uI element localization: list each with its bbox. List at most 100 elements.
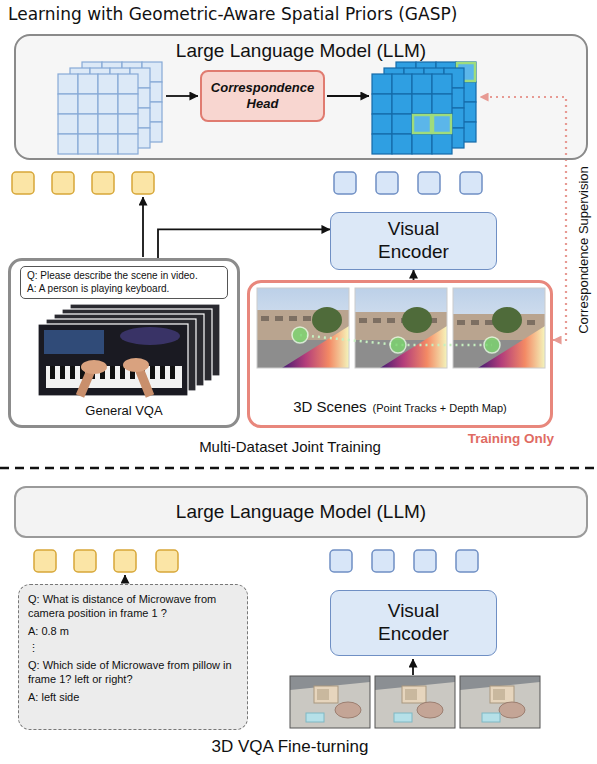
microwave xyxy=(402,686,426,703)
token-square xyxy=(114,550,136,572)
token-square xyxy=(156,550,178,572)
photo-frame xyxy=(460,676,540,728)
grid-cell xyxy=(372,74,392,94)
window xyxy=(275,316,283,321)
grid-cell xyxy=(78,114,98,134)
flow-arrow xyxy=(124,575,126,583)
correspondence-head: Correspondence Head xyxy=(200,70,325,122)
feature-grid xyxy=(372,74,452,154)
backdrop-layer xyxy=(15,35,587,159)
visual-encoder: Visual Encoder xyxy=(330,590,497,656)
pillow xyxy=(417,702,443,718)
grid-cell xyxy=(372,134,392,154)
scene-photo xyxy=(460,676,540,728)
pillow xyxy=(335,702,361,718)
diagram-title: Learning with Geometric-Aware Spatial Pr… xyxy=(8,4,593,24)
depth-map xyxy=(282,326,349,368)
feature-grid xyxy=(58,74,138,154)
token-square xyxy=(418,172,440,194)
illustration-group xyxy=(38,304,220,396)
text-group: Large Language Model (LLM) xyxy=(176,501,426,524)
grid-cell xyxy=(432,114,452,134)
grid-cell xyxy=(98,114,118,134)
grid-cell xyxy=(78,134,98,154)
qa-box: Q: Please describe the scene in video.A:… xyxy=(20,266,228,299)
table-top xyxy=(290,682,370,728)
qa-text: ⋮ xyxy=(28,641,39,655)
grid-cell xyxy=(98,134,118,154)
hand xyxy=(81,360,107,374)
black-key xyxy=(170,366,175,379)
qa-text: A: 0.8 m xyxy=(28,624,69,638)
photo-ground xyxy=(460,676,540,728)
llm-box: Large Language Model (LLM) Correspondence… xyxy=(14,34,588,160)
qa-text: Q: Which side of Microwave from pillow i… xyxy=(28,658,238,687)
scene-photo xyxy=(355,288,447,368)
token-square xyxy=(414,550,436,572)
llm-box: Large Language Model (LLM) xyxy=(14,486,588,538)
window xyxy=(471,320,479,325)
video-frame xyxy=(38,324,188,396)
encoder-label: Visual Encoder xyxy=(361,600,466,646)
qa-text: Q: What is distance of Microwave from ca… xyxy=(28,592,238,621)
scene-photo xyxy=(257,288,349,368)
encoder-label: Visual Encoder xyxy=(361,218,466,264)
grid-cell xyxy=(58,94,78,114)
token-square xyxy=(132,172,154,194)
text-group: Visual Encoder xyxy=(361,218,466,264)
grid-cell xyxy=(412,114,432,134)
grid-cell xyxy=(78,94,98,114)
head-label: Correspondence Head xyxy=(208,80,317,111)
card xyxy=(394,713,412,722)
photo-ground xyxy=(375,676,455,728)
black-key xyxy=(60,366,65,379)
window xyxy=(261,316,269,321)
text-group: Visual Encoder xyxy=(361,600,466,646)
panel-label: 3D Scenes xyxy=(293,398,366,416)
light-glow xyxy=(120,327,180,345)
qa-text: A: A person is playing keyboard. xyxy=(27,283,169,296)
token-square xyxy=(460,172,482,194)
qa-box: Q: What is distance of Microwave from ca… xyxy=(18,584,248,730)
grid-cell xyxy=(372,94,392,114)
highlight-cell xyxy=(413,115,431,133)
microwave xyxy=(490,686,514,703)
text-group: Correspondence Head xyxy=(208,80,317,111)
grid-cell xyxy=(432,74,452,94)
photo-frame xyxy=(290,676,370,728)
window xyxy=(457,320,465,325)
llm-label: Large Language Model (LLM) xyxy=(176,501,426,524)
connector xyxy=(413,270,415,280)
grid-cell xyxy=(412,94,432,114)
grid-cell xyxy=(58,74,78,94)
grid-cell xyxy=(372,114,392,134)
scene-photo xyxy=(290,676,370,728)
microwave-door xyxy=(493,689,505,700)
grid-cell xyxy=(392,94,412,114)
track-point xyxy=(292,327,308,343)
window xyxy=(485,320,493,325)
window xyxy=(527,320,535,325)
card xyxy=(482,713,500,722)
black-key xyxy=(70,366,75,379)
grid-cell xyxy=(118,74,138,94)
text-group: Q: What is distance of Microwave from ca… xyxy=(28,592,238,704)
table-top xyxy=(460,682,540,728)
grid-cell xyxy=(432,134,452,154)
grid-cell xyxy=(412,74,432,94)
panel-label: General VQA xyxy=(85,403,162,419)
connector xyxy=(158,229,330,258)
text-group: Q: Please describe the scene in video.A:… xyxy=(27,270,198,295)
grid-cell xyxy=(98,74,118,94)
token-square xyxy=(330,550,352,572)
window xyxy=(387,318,395,323)
scene-panel: 3D Scenes(Point Tracks + Depth Map) xyxy=(247,280,553,428)
grid-cell xyxy=(432,94,452,114)
flow-arrow xyxy=(412,659,414,675)
tree xyxy=(402,307,432,333)
llm-label: Large Language Model (LLM) xyxy=(176,40,426,63)
token-square xyxy=(456,550,478,572)
grid-cell xyxy=(392,114,412,134)
token-square xyxy=(334,172,356,194)
screen-glow xyxy=(44,330,104,354)
